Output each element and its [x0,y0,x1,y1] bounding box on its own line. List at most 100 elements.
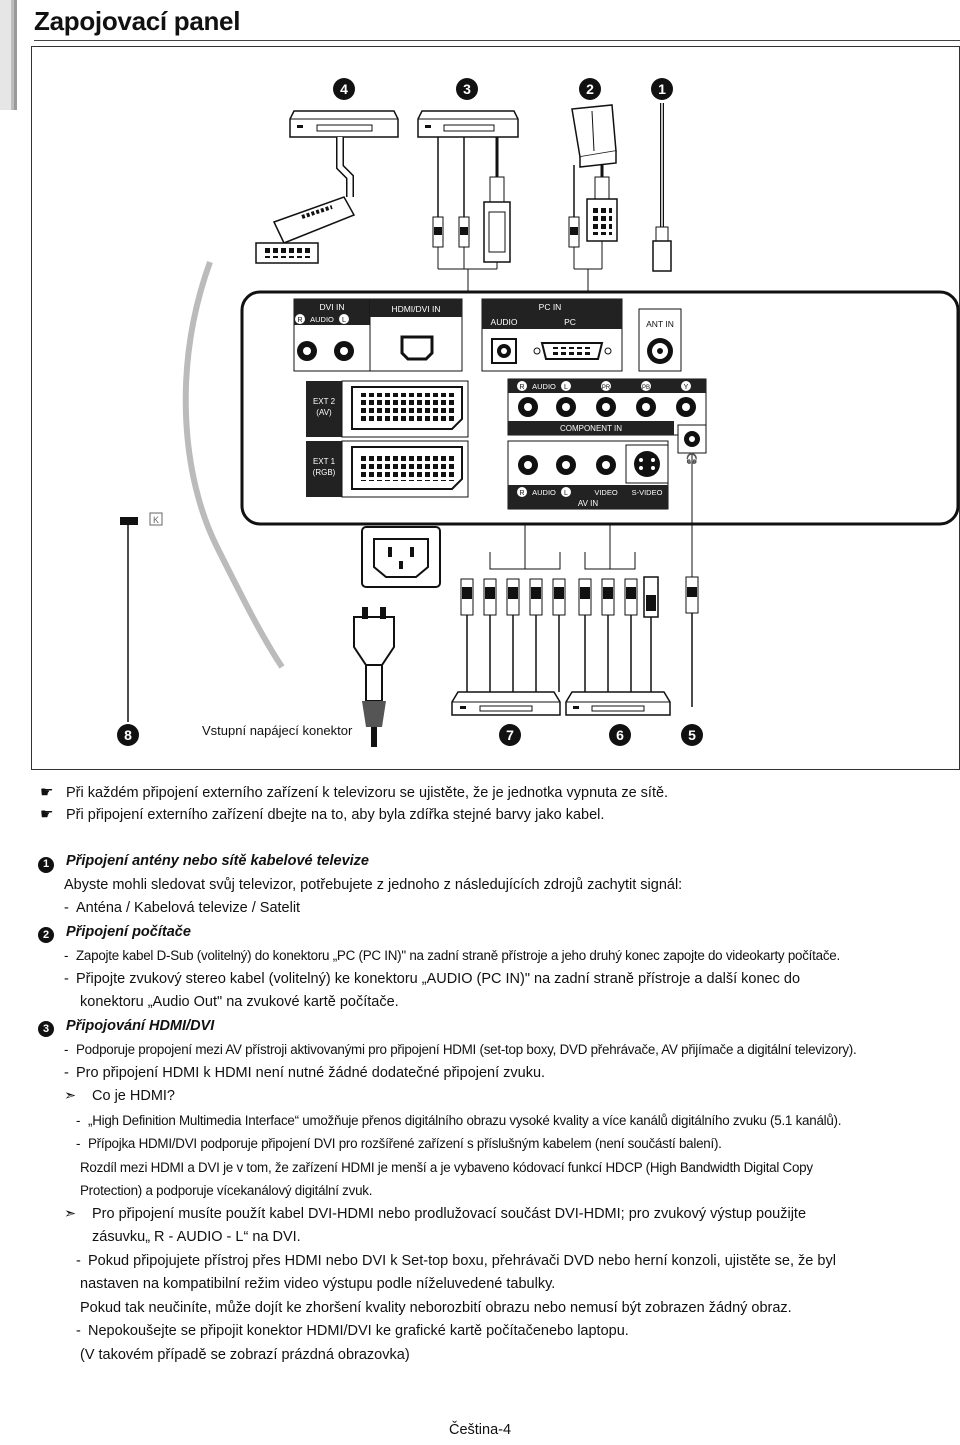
dvi-in-block: DVI IN R AUDIO L [293,298,371,372]
svg-text:PB: PB [642,385,650,391]
connection-diagram: 4 3 2 1 [31,46,960,770]
section-number-badge: 3 [38,1021,54,1038]
svg-text:AUDIO: AUDIO [491,317,518,327]
connection-diagram-svg: 4 3 2 1 [117,78,960,747]
note-text: Při každém připojení externího zařízení … [66,785,669,801]
svg-text:K: K [153,515,159,525]
pc-in-block: PC IN AUDIO PC [481,298,623,372]
callout-5: 5 [681,724,703,746]
instructions: 1 Připojení antény nebo sítě kabelové te… [38,850,958,1367]
power-connector-label: Vstupní napájecí konektor [202,723,353,738]
section-number-badge: 2 [38,927,54,944]
section-heading: 1 Připojení antény nebo sítě kabelové te… [38,850,958,874]
svg-text:PR: PR [602,385,611,391]
pc-device-icon [571,104,617,168]
list-item-continued: (V takovém případě se zobrazí prázdná ob… [80,1346,410,1363]
svg-text:(RGB): (RGB) [313,468,336,477]
pointing-hand-icon: ☛ [40,806,54,823]
svg-text:3: 3 [463,81,471,97]
svg-text:EXT 2: EXT 2 [313,397,336,406]
section-title: Připojení počítače [66,923,191,940]
list-item: -Pro připojení HDMI k HDMI není nutné žá… [64,1064,546,1081]
list-item: -Nepokoušejte se připojit konektor HDMI/… [76,1323,629,1339]
ant-in-block: ANT IN [638,308,682,372]
svg-text:4: 4 [340,81,348,97]
svg-text:R: R [519,384,524,391]
vcr-device-icon [289,110,399,138]
svg-text:7: 7 [506,727,514,743]
callout-7: 7 [499,724,521,746]
power-plug-icon [353,607,395,747]
sub-heading: ➣Co je HDMI? [38,1085,958,1109]
arrow-icon: ➣ [64,1088,77,1104]
section-intro: Abyste mohli sledovat svůj televizor, po… [64,876,683,893]
ext1-block: EXT 1 (RGB) [306,440,469,498]
list-item: -Podporuje propojení mezi AV přístroji a… [64,1042,857,1057]
list-item: -„High Definition Multimedia Interface“ … [76,1112,842,1128]
svg-text:R: R [519,490,524,497]
component-in-block: R AUDIO L PR PB Y COMPONENT IN [507,378,707,436]
paragraph: Protection) a podporuje vícekanálový dig… [80,1183,373,1198]
list-item: -Anténa / Kabelová televize / Satelit [64,900,301,916]
note-line: ➣Pro připojení musíte použít kabel DVI-H… [38,1203,958,1227]
headphone-cable-icon [685,455,699,707]
device-6-icon [565,691,671,716]
svg-text:6: 6 [616,727,624,743]
scart-cable-icon [255,137,356,264]
svg-text:EXT 1: EXT 1 [313,457,336,466]
svg-text:HDMI/DVI IN: HDMI/DVI IN [391,304,440,314]
section-number-badge: 1 [38,856,54,873]
svg-text:L: L [342,317,346,324]
svg-text:PC IN: PC IN [539,302,562,312]
page-edge-tab [0,0,14,110]
list-item: -Přípojka HDMI/DVI podporuje připojení D… [76,1136,722,1151]
svg-text:Y: Y [684,384,689,391]
svg-text:8: 8 [124,727,132,743]
paragraph: Rozdíl mezi HDMI a DVI je v tom, že zaří… [80,1159,813,1175]
section-heading: 3 Připojování HDMI/DVI [38,1015,958,1039]
callout-6: 6 [609,724,631,746]
callout-4: 4 [333,78,355,100]
svg-text:DVI IN: DVI IN [319,302,344,312]
list-item: -Zapojte kabel D-Sub (volitelný) do kone… [64,948,840,963]
dvd-device-icon [417,110,519,138]
svg-text:PC: PC [564,317,576,327]
notes: ☛ Při každém připojení externího zařízen… [40,782,668,826]
svg-text:AV IN: AV IN [578,499,599,508]
svg-text:(AV): (AV) [316,408,332,417]
page-footer: Čeština-4 [448,1422,512,1438]
device-7-icon [451,691,561,716]
note-item: ☛ Při připojení externího zařízení dbejt… [40,804,668,826]
note-line-continued: zásuvku„ R - AUDIO - L“ na DVI. [92,1229,301,1245]
svg-text:AUDIO: AUDIO [310,315,334,324]
list-item: -Pokud připojujete přístroj přes HDMI ne… [76,1252,836,1269]
list-item-continued: konektoru „Audio Out" na zvukové kartě p… [80,994,399,1010]
section-title: Připojení antény nebo sítě kabelové tele… [66,853,369,869]
page-edge-tab-line [14,0,17,110]
av-in-block: R AUDIO L VIDEO S-VIDEO AV IN [507,440,669,510]
svg-text:2: 2 [586,81,594,97]
svg-text:5: 5 [688,727,696,743]
callout-8: 8 [117,724,139,746]
paragraph: Pokud tak neučiníte, může dojít ke zhorš… [80,1299,792,1316]
power-inlet-icon [361,526,441,588]
section-title: Připojování HDMI/DVI [66,1017,215,1034]
page-title: Zapojovací panel [34,6,241,36]
svg-text:AUDIO: AUDIO [532,488,556,497]
list-item: -Připojte zvukový stereo kabel (voliteln… [64,970,801,987]
svg-text:S-VIDEO: S-VIDEO [632,488,663,497]
note-text: Při připojení externího zařízení dbejte … [66,807,605,823]
note-item: ☛ Při každém připojení externího zařízen… [40,782,668,804]
svg-text:R: R [297,317,302,324]
hdmi-audio-cables-icon [432,137,511,292]
arrow-icon: ➣ [64,1205,77,1222]
callout-1: 1 [651,78,673,100]
lock-icon: K [149,512,163,526]
svg-text:L: L [564,490,568,497]
component-cables-icon [460,524,566,692]
section-heading: 2 Připojení počítače [38,921,958,945]
kensington-slot-icon [120,517,138,525]
pointing-hand-icon: ☛ [40,784,54,801]
svg-text:ANT IN: ANT IN [646,319,674,329]
svg-text:L: L [564,384,568,391]
